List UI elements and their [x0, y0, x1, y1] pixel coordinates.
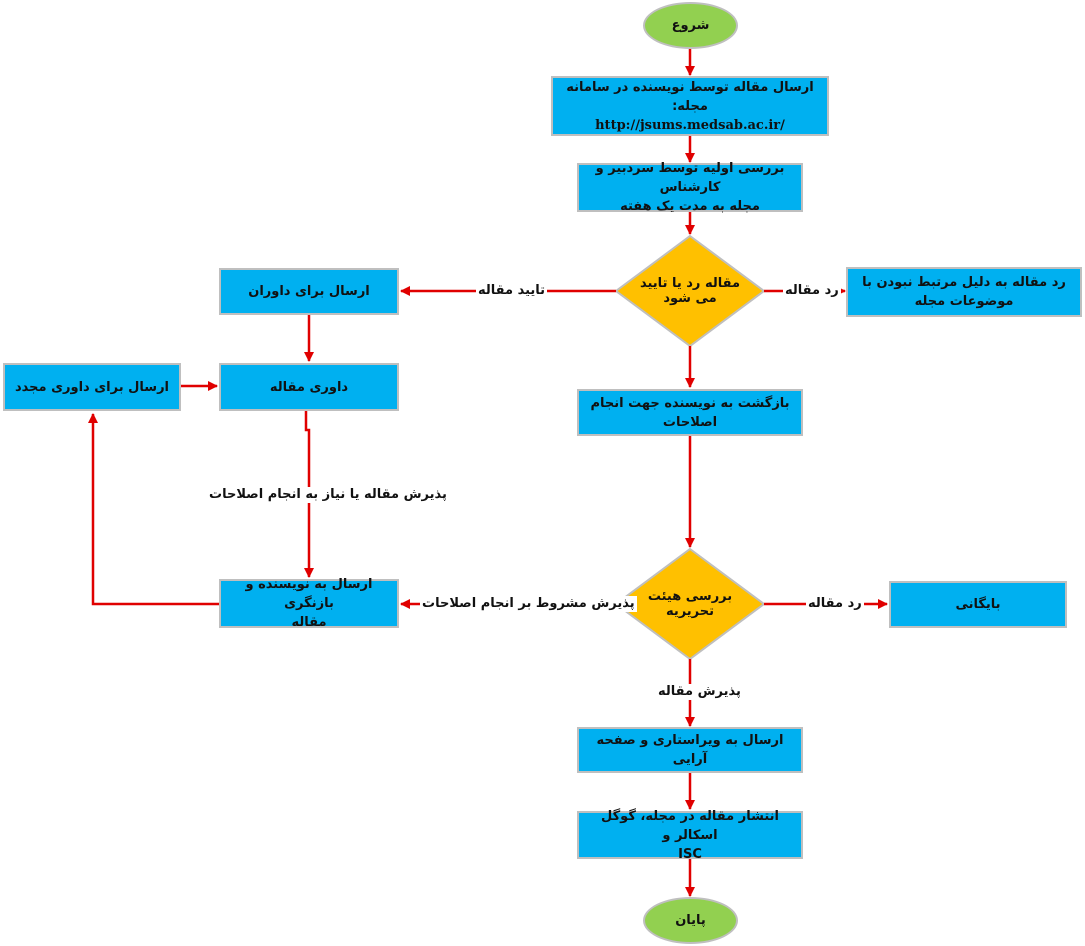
publish-text-2: ISC — [678, 846, 702, 862]
initial-review-box: بررسی اولیه توسط سردبیر و کارشناس مجله ب… — [577, 161, 803, 214]
re-review-box: ارسال برای داوری مجدد — [3, 363, 181, 411]
initial-review-text-2: مجله به مدت یک هفته — [620, 199, 760, 214]
accept-article-label: پذیرش مقاله — [656, 684, 743, 700]
reject-article-label-1: رد مقاله — [783, 283, 841, 299]
reject-irrelevant-text-1: رد مقاله به دلیل مرتبط نبودن با — [862, 275, 1066, 290]
reject-irrelevant-text-2: موضوعات مجله — [914, 294, 1014, 309]
publish-text-1: انتشار مقاله در مجله، گوگل اسکالر و — [601, 808, 779, 843]
edge-send-author-rereview — [88, 413, 219, 606]
start-node: شروع — [643, 2, 738, 49]
send-to-reviewers-box: ارسال برای داوران — [219, 268, 399, 315]
return-to-author-text-1: بازگشت به نویسنده جهت انجام — [590, 395, 790, 411]
editing-layout-box: ارسال به ویراستاری و صفحه آرایی — [577, 727, 803, 773]
send-author-revision-box: ارسال به نویسنده و بازنگری مقاله — [219, 577, 399, 630]
initial-review-text-1: بررسی اولیه توسط سردبیر و کارشناس — [595, 161, 785, 195]
edge-review-send-author — [304, 411, 314, 578]
archive-box: بایگانی — [889, 581, 1067, 628]
decision-editorial-board-text: بررسی هیئت تحریریه — [647, 589, 733, 619]
publish-box: انتشار مقاله در مجله، گوگل اسکالر و ISC — [577, 809, 803, 862]
end-node: پایان — [643, 897, 738, 944]
editing-layout-text: ارسال به ویراستاری و صفحه آرایی — [596, 733, 784, 767]
reject-irrelevant-box: رد مقاله به دلیل مرتبط نبودن با موضوعات … — [846, 267, 1082, 317]
return-to-author-box: بازگشت به نویسنده جهت انجام اصلاحات — [577, 389, 803, 436]
end-label: پایان — [675, 913, 706, 928]
peer-review-box: داوری مقاله — [219, 363, 399, 411]
return-to-author-text-2: اصلاحات — [662, 414, 718, 430]
submit-article-box: ارسال مقاله توسط نویسنده در سامانه مجله:… — [551, 76, 829, 136]
conditional-accept-label: پذیرش مشروط بر انجام اصلاحات — [420, 596, 637, 612]
submit-article-text: ارسال مقاله توسط نویسنده در سامانه مجله: — [566, 79, 814, 114]
re-review-text: ارسال برای داوری مجدد — [15, 379, 170, 395]
peer-review-text: داوری مقاله — [269, 379, 349, 395]
send-author-revision-text-2: مقاله — [291, 615, 327, 630]
approve-article-label: تایید مقاله — [476, 283, 548, 299]
archive-text: بایگانی — [955, 597, 1001, 612]
reject-article-label-2: رد مقاله — [806, 596, 864, 612]
send-to-reviewers-text: ارسال برای داوران — [248, 284, 370, 299]
journal-url-text: http://jsums.medsab.ac.ir/ — [595, 117, 785, 133]
decision-approve-reject-text: مقاله رد یا تایید می شود — [639, 276, 740, 306]
accept-or-revise-label: پذیرش مقاله یا نیاز به انجام اصلاحات — [207, 487, 449, 503]
send-author-revision-text-1: ارسال به نویسنده و بازنگری — [245, 577, 373, 611]
start-label: شروع — [671, 18, 710, 33]
